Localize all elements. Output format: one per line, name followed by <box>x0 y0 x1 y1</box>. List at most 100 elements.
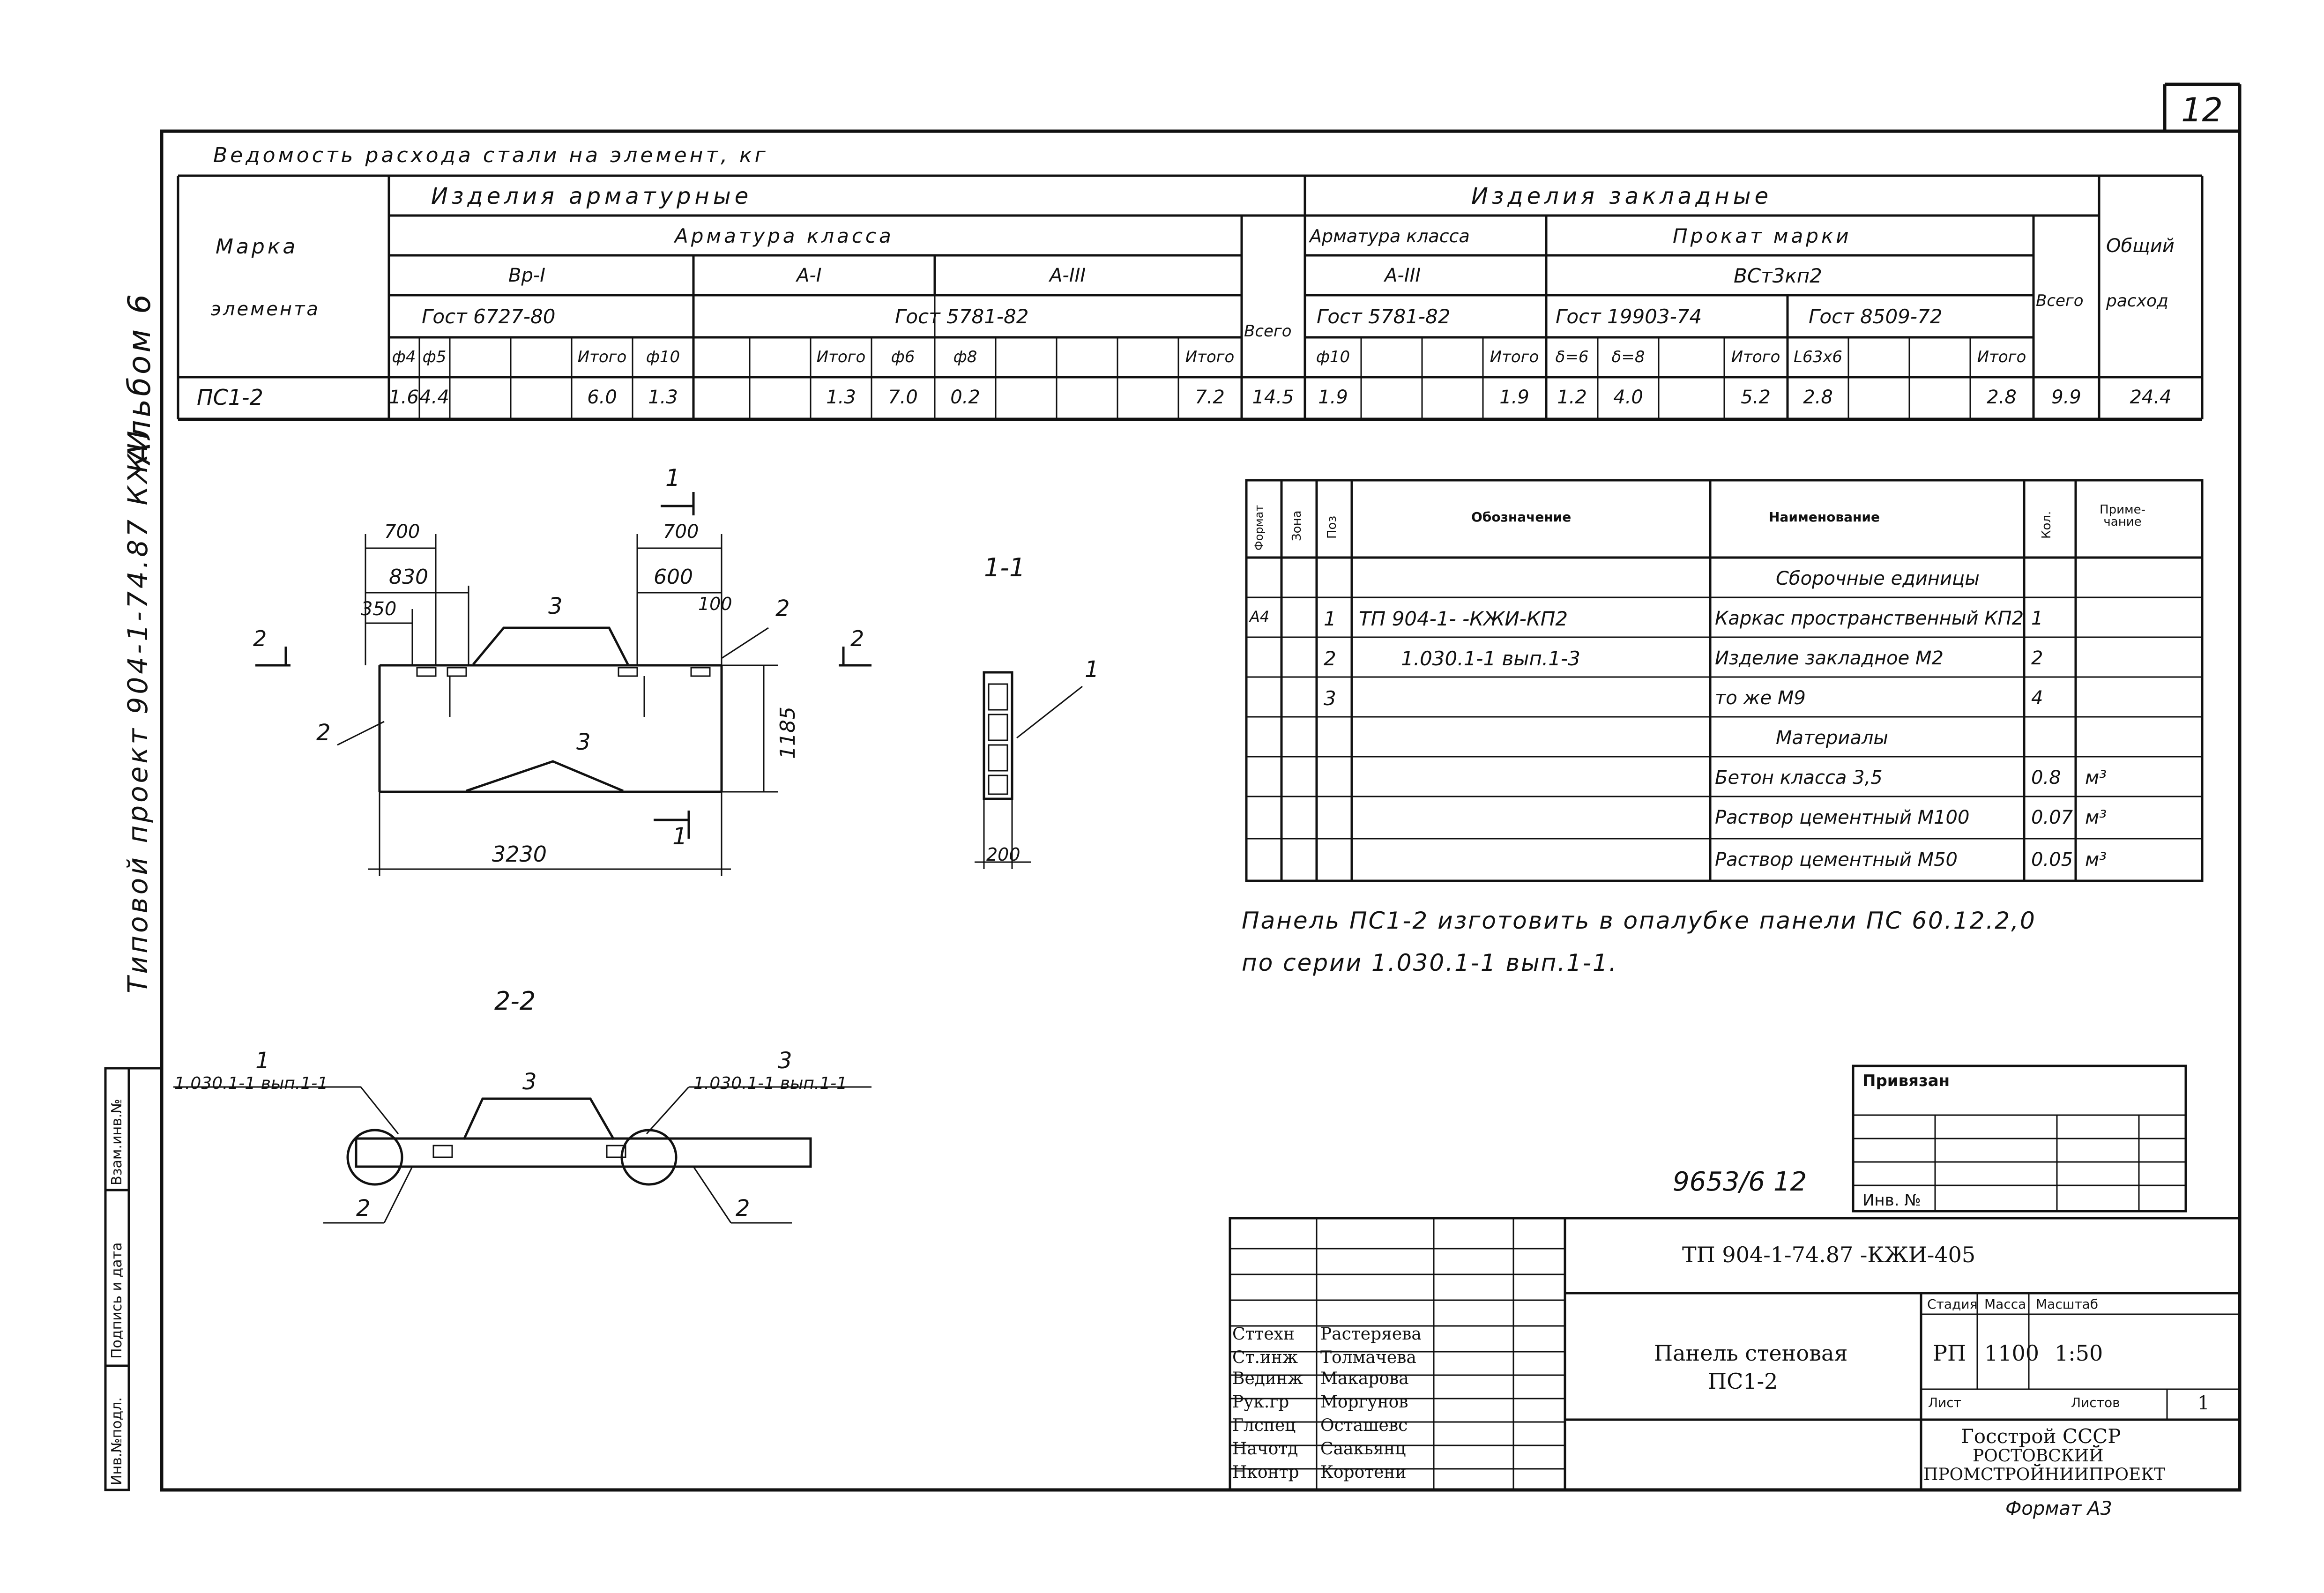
sec22-ref-right: 1.030.1-1 вып.1-1 <box>693 1074 848 1093</box>
staff-role: Нконтр <box>1232 1463 1299 1482</box>
steel-data-cell: 5.2 <box>1741 387 1771 408</box>
gost-19903: Гост 19903-74 <box>1556 305 1702 328</box>
reinf-class-header: Арматура класса <box>675 224 894 247</box>
embed-a3: А-III <box>1385 265 1421 286</box>
staff-role: Начотд <box>1232 1439 1298 1459</box>
gost-6727: Гост 6727-80 <box>422 305 556 328</box>
steel-data-cell: 9.9 <box>2051 387 2081 408</box>
mass-value: 1100 <box>1984 1340 2040 1366</box>
steel-subheader-cell: Итого <box>577 348 627 366</box>
sec22-pos3-mid: 3 <box>522 1069 537 1095</box>
title-code: ТП 904-1-74.87 -КЖИ-405 <box>1682 1242 1976 1267</box>
panel-plan-lines <box>255 492 872 876</box>
scale-label: Масштаб <box>2036 1296 2099 1312</box>
binding-block-lines <box>1852 1064 2187 1213</box>
steel-data-cell: 1.2 <box>1557 387 1587 408</box>
spec-cell-pos: 1 <box>1324 607 1336 630</box>
steel-subheader-cell: Итого <box>1977 348 2026 366</box>
vsego-embed: Всего <box>2036 291 2084 310</box>
embed-gost-5781: Гост 5781-82 <box>1317 305 1451 328</box>
main-frame <box>160 129 2242 1492</box>
steel-data-cell: 1.9 <box>1499 387 1529 408</box>
steel-data-cell: 6.0 <box>587 387 617 408</box>
org-2: РОСТОВСКИЙ <box>1973 1446 2104 1466</box>
cut-2-right: 2 <box>850 626 864 651</box>
scale-value: 1:50 <box>2055 1340 2103 1366</box>
spec-cell-name: Раствор цементный М50 <box>1715 849 1958 871</box>
spec-hdr-note: Приме-чание <box>2100 503 2145 529</box>
sheet-label: Лист <box>1928 1395 1961 1410</box>
element-header-1: Марка <box>216 235 298 259</box>
element-header-2: элемента <box>211 298 320 320</box>
spec-cell-desig: ТП 904-1- -КЖИ-КП2 <box>1359 607 1568 630</box>
section-22-title: 2-2 <box>494 986 536 1016</box>
sheets-value: 1 <box>2197 1392 2210 1414</box>
staff-role: Вединж <box>1232 1369 1304 1388</box>
steel-subheader-cell: δ=6 <box>1555 348 1589 366</box>
mass-label: Масса <box>1984 1296 2026 1312</box>
section-11-lines <box>975 671 1083 869</box>
row-mark: ПС1-2 <box>197 385 263 410</box>
spec-hdr-pos: Поз <box>1325 515 1339 539</box>
steel-subheader-cell: ф4 <box>392 348 416 366</box>
steel-data-cell: 2.8 <box>1803 387 1833 408</box>
spec-table-lines <box>1245 479 2204 882</box>
spec-cell-name: Раствор цементный М100 <box>1715 807 1970 828</box>
steel-data-cell: 1.9 <box>1318 387 1348 408</box>
spec-cell-note: м³ <box>2085 849 2107 871</box>
steel-data-cell: 1.3 <box>648 387 678 408</box>
prokat-mark: ВСт3кп2 <box>1734 264 1822 287</box>
project-label: Типовой проект 904-1-74.87 КЖИ <box>122 428 154 993</box>
staff-name: Осташевс <box>1320 1416 1408 1435</box>
sec22-pos2-left: 2 <box>356 1195 371 1221</box>
section-11-title: 1-1 <box>984 553 1026 582</box>
steel-data-cell: 7.0 <box>888 387 918 408</box>
spec-hdr-qty: Кол. <box>2040 511 2054 539</box>
dim-100: 100 <box>698 594 732 614</box>
staff-name: Макарова <box>1320 1369 1409 1388</box>
steel-subheader-cell: ф6 <box>891 348 915 366</box>
steel-subheader-cell: L63х6 <box>1794 348 1842 366</box>
spec-cell-qty: 0.05 <box>2031 849 2073 871</box>
spec-hdr-zone: Зона <box>1290 510 1304 541</box>
staff-role: Рук.гр <box>1232 1392 1289 1412</box>
staff-role: Глспец <box>1232 1416 1296 1435</box>
stage-label: Стадия <box>1927 1296 1978 1312</box>
sec22-pos3-right: 3 <box>778 1048 792 1074</box>
inv-value: 9653/6 12 <box>1673 1167 1807 1197</box>
cut-2-left: 2 <box>253 626 267 651</box>
spec-cell-name: то же М9 <box>1715 687 1806 709</box>
dim-700-right: 700 <box>663 521 699 543</box>
staff-name: Толмачева <box>1320 1348 1416 1367</box>
pos-3-top: 3 <box>548 593 563 619</box>
steel-data-cell: 14.5 <box>1252 387 1294 408</box>
prokat-header: Прокат марки <box>1673 224 1852 247</box>
steel-subheader-cell: Итого <box>1731 348 1780 366</box>
title-block-lines <box>1229 1217 2241 1491</box>
stamp-tag-podpis: Подпись и дата <box>109 1242 125 1359</box>
format-label: Формат А3 <box>2005 1498 2112 1519</box>
steel-subheader-cell: δ=8 <box>1611 348 1645 366</box>
spec-cell-note: м³ <box>2085 807 2107 828</box>
cut-1-bottom: 1 <box>672 823 687 850</box>
spec-cell-pos: 3 <box>1324 687 1336 710</box>
dim-600: 600 <box>654 565 693 589</box>
spec-cell-name: Бетон класса 3,5 <box>1715 767 1883 789</box>
embed-reinf-header: Арматура класса <box>1310 226 1470 246</box>
steel-data-cell: 0.2 <box>950 387 980 408</box>
steel-subheader-cell: Итого <box>1185 348 1235 366</box>
vsego-reinf: Всего <box>1244 322 1292 341</box>
binding-label: Привязан <box>1862 1072 1950 1090</box>
steel-table-lines <box>177 174 2204 421</box>
org-1: Госстрой СССР <box>1961 1425 2121 1448</box>
staff-name: Моргунов <box>1320 1392 1408 1412</box>
total-header-2: расход <box>2106 291 2168 311</box>
spec-hdr-desig: Обозначение <box>1471 509 1572 525</box>
staff-name: Саакьянц <box>1320 1439 1406 1459</box>
dim-200: 200 <box>986 844 1020 865</box>
staff-role: Сттехн <box>1232 1325 1295 1344</box>
section-22-lines <box>173 1086 872 1224</box>
gost-5781: Гост 5781-82 <box>895 305 1029 328</box>
sheet-number-box <box>2163 82 2242 131</box>
